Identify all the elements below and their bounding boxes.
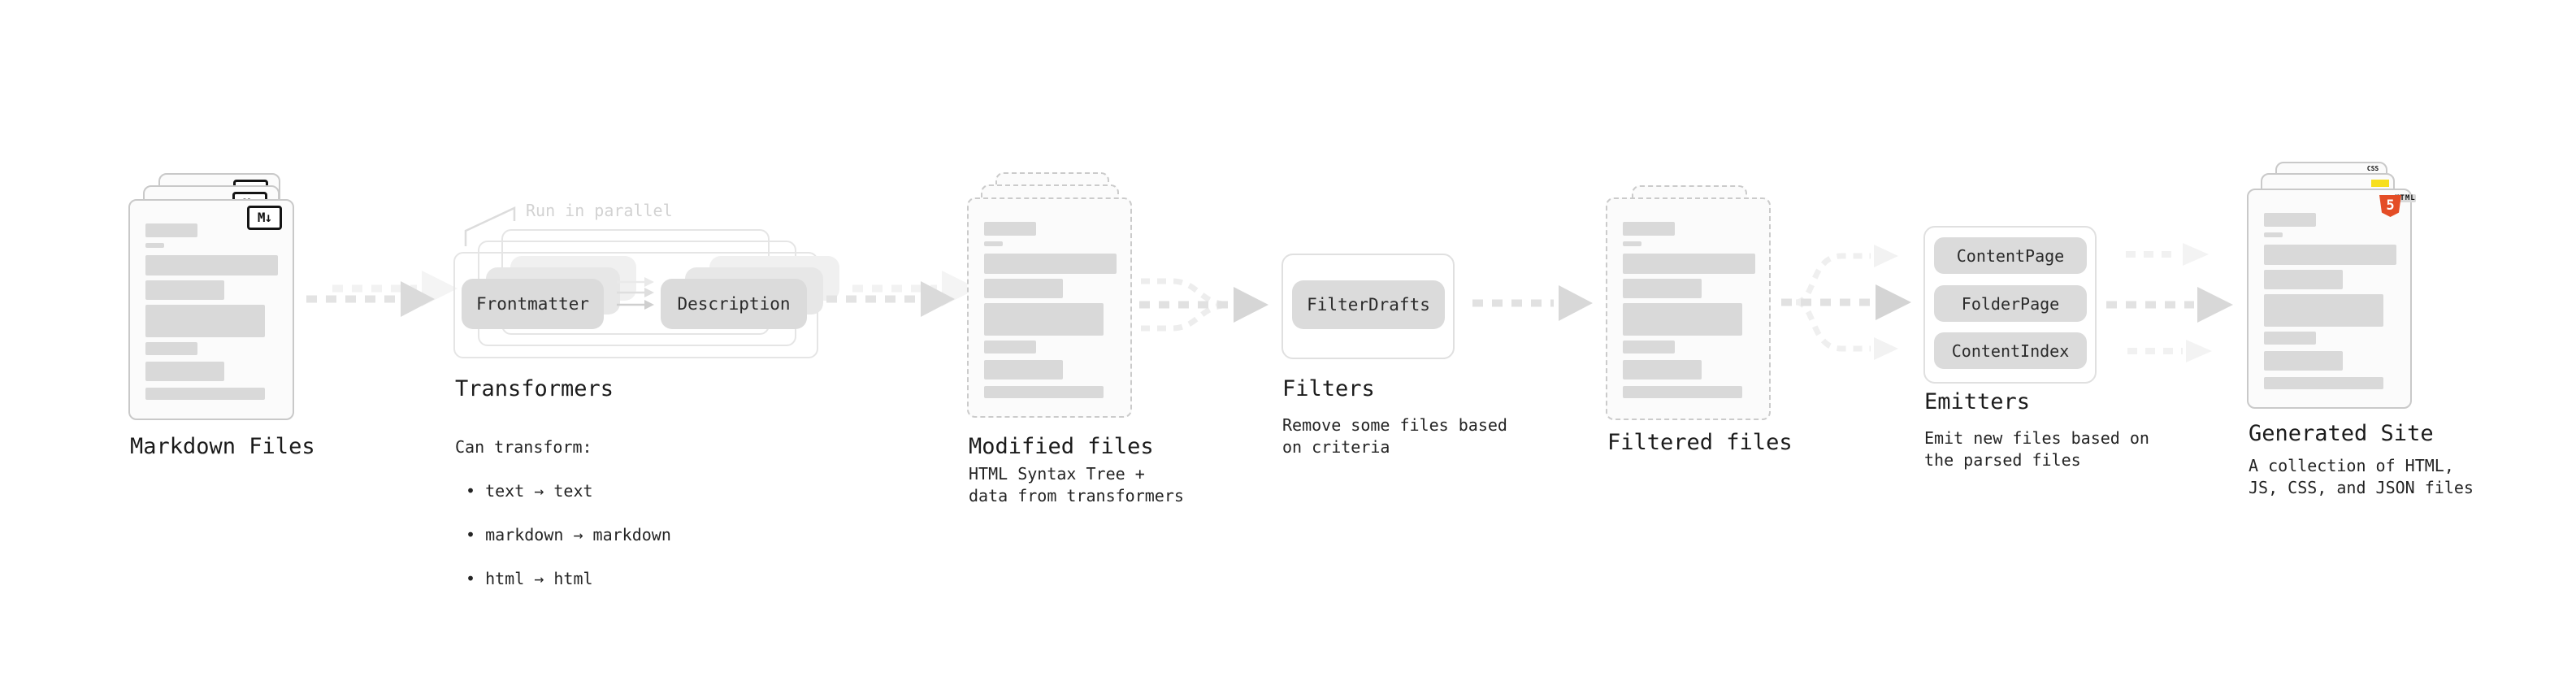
css-icon-text: CSS <box>2366 165 2379 172</box>
markdown-icon: M↓ <box>247 206 282 230</box>
text-bar <box>1623 303 1742 336</box>
text-bar <box>984 386 1104 398</box>
text-bar <box>1623 222 1675 236</box>
text-bar <box>2264 294 2383 327</box>
filters-description: Remove some files based on criteria <box>1282 415 1507 457</box>
run-in-parallel-annotation: Run in parallel <box>526 201 673 220</box>
pill-arrow-icon <box>617 288 654 297</box>
text-bar <box>1623 360 1702 380</box>
text-bar <box>145 305 265 337</box>
text-bar <box>145 388 265 400</box>
text-bar <box>2264 351 2343 371</box>
markdown-files-label: Markdown Files <box>130 434 315 459</box>
text-bar <box>145 362 224 381</box>
text-bar <box>145 223 197 237</box>
generated-site-label: Generated Site <box>2249 421 2434 446</box>
merge-arrow-icon <box>1139 278 1268 332</box>
annotation-leader-line <box>464 206 516 246</box>
emitters-description: Emit new files based on the parsed files <box>1924 428 2149 470</box>
flow-arrow-icon <box>1472 285 1593 321</box>
frontmatter-pill: Frontmatter <box>462 279 604 329</box>
modified-file-card-front <box>967 197 1132 418</box>
pill-arrow-icon <box>617 277 654 287</box>
transformers-desc-title: Can transform: <box>455 437 592 457</box>
text-bar <box>1623 254 1755 274</box>
text-bar <box>984 360 1063 380</box>
contentindex-pill: ContentIndex <box>1934 332 2087 369</box>
text-bar <box>145 255 278 275</box>
javascript-icon <box>2371 180 2389 187</box>
text-bar <box>2264 232 2283 237</box>
generated-site-description: A collection of HTML, JS, CSS, and JSON … <box>2249 456 2474 497</box>
text-bar <box>1623 241 1641 246</box>
text-bar <box>145 243 164 248</box>
filtered-files-label: Filtered files <box>1607 430 1793 455</box>
folderpage-pill: FolderPage <box>1934 285 2087 322</box>
text-bar <box>984 303 1104 336</box>
text-bar <box>2264 245 2396 265</box>
text-bar <box>984 241 1003 246</box>
transformers-bullet: • html → html <box>466 569 593 588</box>
transformers-bullet: • markdown → markdown <box>466 525 671 544</box>
modified-files-label: Modified files <box>969 434 1154 459</box>
generated-file-card-front: HTML 5 <box>2247 189 2416 409</box>
text-bar <box>145 342 197 355</box>
transformers-description: Can transform: • text → text • markdown … <box>455 414 671 612</box>
pill-arrow-icon <box>617 300 654 310</box>
text-bar <box>2264 377 2383 389</box>
markdown-file-card-front: M↓ <box>128 199 294 420</box>
html5-icon: HTML 5 <box>2379 194 2416 217</box>
contentpage-pill: ContentPage <box>1934 237 2087 274</box>
transformers-label: Transformers <box>455 376 614 401</box>
flow-arrow-icon <box>826 271 978 317</box>
emitters-label: Emitters <box>1924 389 2031 414</box>
text-bar <box>145 280 224 300</box>
fanout-arrow-icon <box>1781 245 1911 360</box>
text-bar <box>2264 332 2316 345</box>
text-bar <box>984 279 1063 298</box>
triple-arrow-icon <box>2106 243 2233 362</box>
description-pill: Description <box>661 279 807 329</box>
html5-icon-text: HTML <box>2395 194 2416 202</box>
text-bar <box>984 222 1036 236</box>
filterdrafts-pill: FilterDrafts <box>1292 280 1445 329</box>
text-bar <box>1623 340 1675 354</box>
text-bar <box>1623 386 1742 398</box>
text-bar <box>1623 279 1702 298</box>
text-bar <box>984 340 1036 354</box>
filtered-file-card-front <box>1606 197 1771 420</box>
html5-icon-shield: 5 <box>2379 195 2401 217</box>
text-bar <box>984 254 1117 274</box>
modified-files-description: HTML Syntax Tree + data from transformer… <box>969 464 1184 505</box>
text-bar <box>2264 213 2316 227</box>
flow-arrow-icon <box>306 271 458 317</box>
transformers-bullet: • text → text <box>466 481 593 501</box>
text-bar <box>2264 270 2343 289</box>
filters-label: Filters <box>1282 376 1375 401</box>
